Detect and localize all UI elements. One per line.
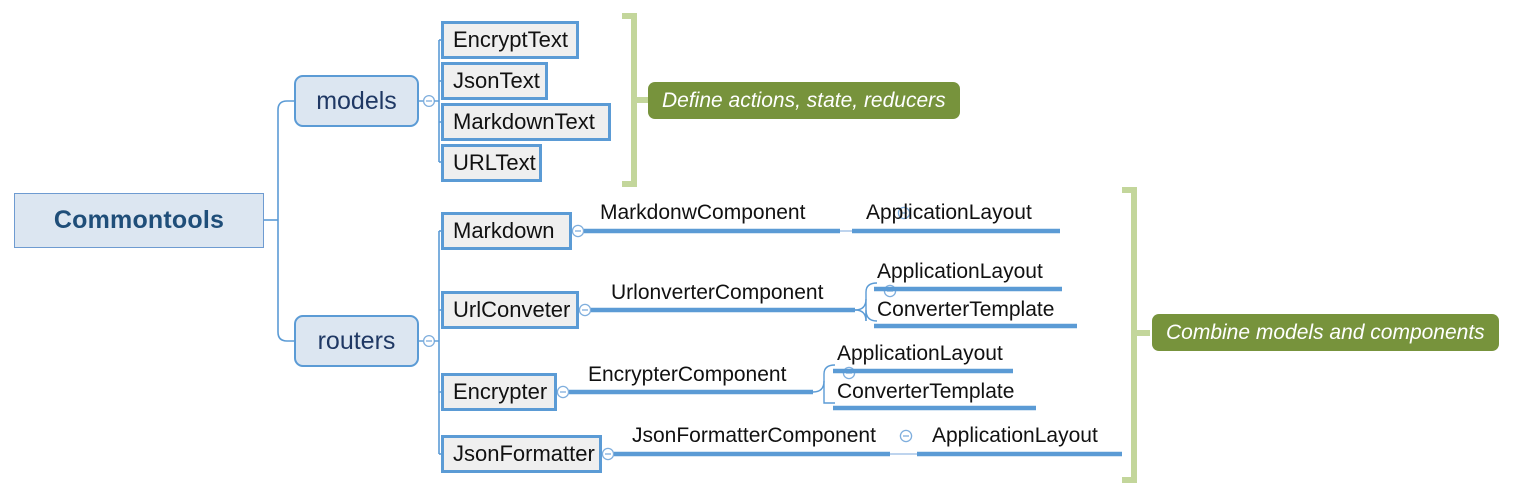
model-node-label: EncryptText [453,27,568,52]
root-node-commontools[interactable]: Commontools [14,193,264,248]
model-node-label: URLText [453,150,536,175]
template-label-applicationlayout[interactable]: ApplicationLayout [866,201,1032,224]
routers-child-connectors [438,230,443,455]
root-connectors [264,100,294,342]
router-node-label: Encrypter [453,379,548,404]
urlconveter-row-connectors [578,282,1077,329]
encrypter-row-connectors [556,364,1036,411]
branch-node-label: models [316,86,397,115]
model-node-jsontext[interactable]: JsonText [441,62,548,100]
component-label-urlonvertercomponent[interactable]: UrlonverterComponent [611,281,824,304]
root-node-label: Commontools [53,206,225,234]
jsonformatter-row-connectors [601,429,1122,461]
branch-node-routers[interactable]: routers [294,315,419,367]
bracket-models [622,13,648,187]
router-node-label: Markdown [453,218,555,243]
model-node-label: JsonText [453,68,540,93]
router-node-label: UrlConveter [453,297,571,322]
branch-node-models[interactable]: models [294,75,419,127]
collapse-icon-models [419,94,439,108]
template-label-applicationlayout[interactable]: ApplicationLayout [932,424,1098,447]
router-node-jsonformatter[interactable]: JsonFormatter [441,435,602,473]
component-label-encryptercomponent[interactable]: EncrypterComponent [588,363,787,386]
bracket-routers [1122,187,1150,483]
model-node-markdowntext[interactable]: MarkdownText [441,103,611,141]
template-label-applicationlayout[interactable]: ApplicationLayout [837,342,1003,365]
collapse-icon-routers [419,334,439,348]
router-node-label: JsonFormatter [453,441,595,466]
component-label-markdonwcomponent[interactable]: MarkdonwComponent [600,201,806,224]
model-node-label: MarkdownText [453,109,595,134]
callout-text: Combine models and components [1166,320,1485,344]
template-label-convertertemplate[interactable]: ConverterTemplate [837,380,1015,403]
router-node-markdown[interactable]: Markdown [441,212,572,250]
callout-routers[interactable]: Combine models and components [1152,314,1499,351]
model-node-urltext[interactable]: URLText [441,144,542,182]
markdown-row-connectors [571,206,1060,238]
callout-models[interactable]: Define actions, state, reducers [648,82,960,119]
router-node-encrypter[interactable]: Encrypter [441,373,557,411]
template-label-applicationlayout[interactable]: ApplicationLayout [877,260,1043,283]
template-label-convertertemplate[interactable]: ConverterTemplate [877,298,1055,321]
router-node-urlconveter[interactable]: UrlConveter [441,291,579,329]
model-node-encrypttext[interactable]: EncryptText [441,21,579,59]
branch-node-label: routers [317,326,396,355]
callout-text: Define actions, state, reducers [662,88,946,112]
component-label-jsonformattercomponent[interactable]: JsonFormatterComponent [632,424,876,447]
